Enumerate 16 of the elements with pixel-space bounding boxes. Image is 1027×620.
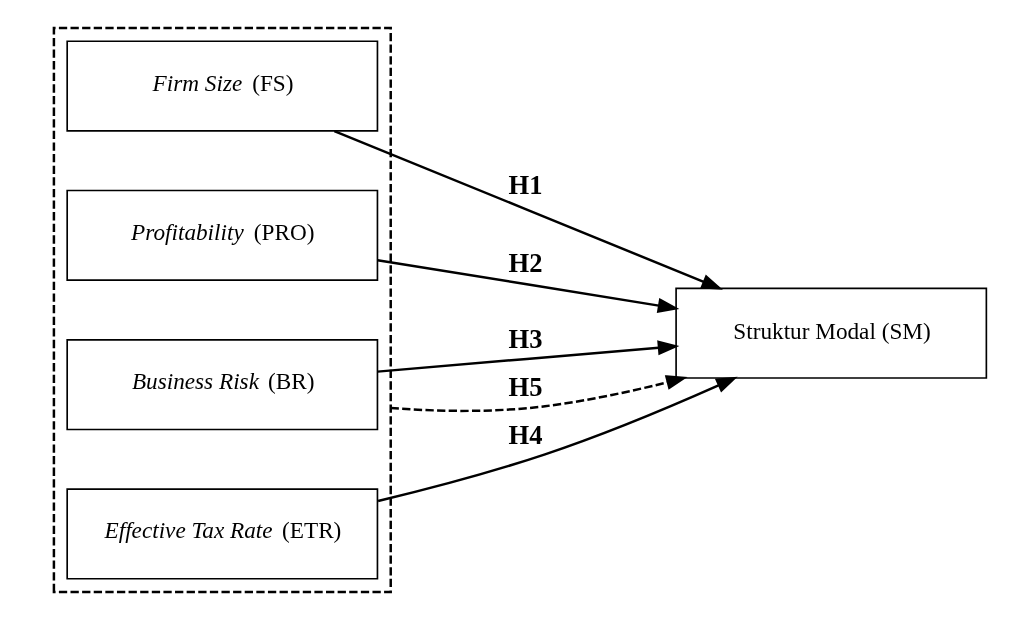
cluster: [52, 26, 392, 594]
node-box: Effective Tax Rate (ETR): [66, 488, 379, 580]
node-box: Struktur Modal (SM): [675, 287, 988, 379]
arrow: [333, 129, 723, 290]
edge-label: H5: [508, 371, 543, 402]
node-box: Firm Size (FS): [66, 40, 379, 132]
edge-label: H4: [508, 420, 543, 451]
arrow: [377, 376, 738, 503]
node-box: Business Risk (BR): [66, 339, 379, 431]
node-box: Profitability (PRO): [66, 189, 379, 281]
arrow: [377, 340, 680, 373]
edge-label: H3: [508, 323, 543, 354]
edge-label: H1: [508, 169, 543, 200]
arrow: [390, 375, 688, 413]
edge-label: H2: [508, 247, 543, 278]
arrow: [377, 258, 680, 313]
